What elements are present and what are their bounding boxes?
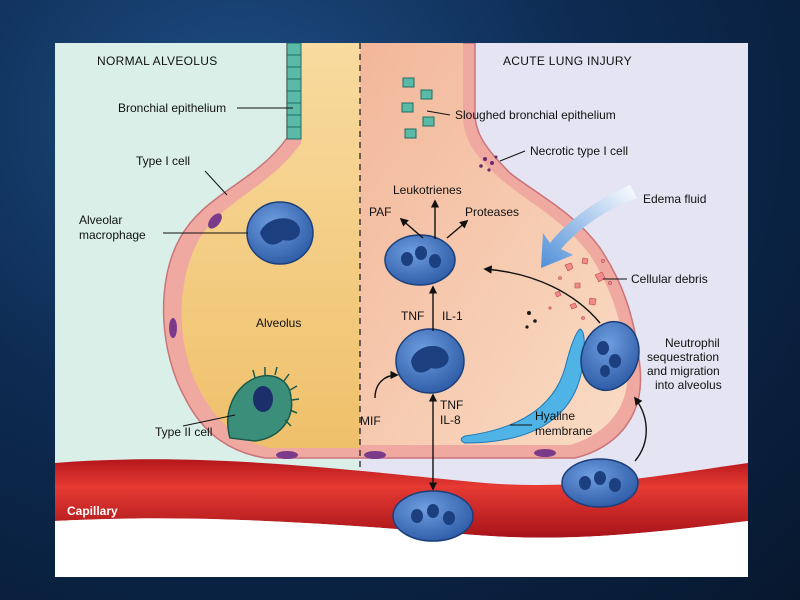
neutrophil-top: [384, 234, 456, 286]
arrow-paf: [399, 217, 424, 239]
macrophage-injury: [395, 328, 465, 394]
arrow-migration-bottom: [633, 396, 647, 462]
label-leukotrienes: Leukotrienes: [393, 183, 462, 197]
label-sloughed: Sloughed bronchial epithelium: [455, 108, 616, 122]
neutrophil-capillary-center: [392, 490, 474, 542]
label-type1-cell: Type I cell: [136, 154, 190, 168]
neutrophil-capillary-right: [561, 458, 639, 508]
label-hyaline-2: membrane: [535, 424, 593, 438]
label-edema-fluid: Edema fluid: [643, 192, 706, 206]
label-bronchial-epithelium: Bronchial epithelium: [118, 101, 226, 115]
label-cellular-debris: Cellular debris: [631, 272, 708, 286]
label-alveolar-macrophage-2: macrophage: [79, 228, 146, 242]
label-il1: IL-1: [442, 309, 463, 323]
neutrophil-migrating: [580, 320, 640, 392]
header-normal: NORMAL ALVEOLUS: [97, 54, 218, 68]
leader-lines: [163, 107, 627, 427]
alveolar-macrophage: [246, 201, 314, 265]
type2-cell: [227, 366, 300, 442]
sloughed-epithelium-cells: [401, 77, 435, 139]
label-paf: PAF: [369, 205, 391, 219]
label-capillary: Capillary: [67, 504, 118, 518]
label-alveolar-macrophage-1: Alveolar: [79, 213, 122, 227]
arrow-proteases: [446, 219, 469, 239]
label-il8: IL-8: [440, 413, 461, 427]
arrow-migration-top: [483, 265, 601, 324]
label-neutrophil-2: sequestration: [647, 350, 719, 364]
label-tnf-top: TNF: [401, 309, 424, 323]
header-injury: ACUTE LUNG INJURY: [503, 54, 632, 68]
label-neutrophil-3: and migration: [647, 364, 720, 378]
type1-nuclei: [169, 213, 556, 459]
label-mif: MIF: [360, 414, 381, 428]
label-neutrophil-1: Neutrophil: [665, 336, 720, 350]
label-proteases: Proteases: [465, 205, 519, 219]
small-debris-dots: [525, 311, 537, 329]
edema-arrow: [541, 185, 637, 268]
necrotic-cell: [479, 155, 498, 172]
label-tnf-bottom: TNF: [440, 398, 463, 412]
cellular-debris: [548, 257, 612, 320]
bronchial-epithelium: [286, 43, 302, 140]
diagram-panel: NORMAL ALVEOLUS ACUTE LUNG INJURY Bronch…: [55, 43, 748, 577]
arrow-mif: [374, 370, 399, 399]
capillary-vessel: [55, 459, 748, 538]
label-necrotic: Necrotic type I cell: [530, 144, 628, 158]
lung-injury-diagram: NORMAL ALVEOLUS ACUTE LUNG INJURY Bronch…: [55, 43, 748, 577]
label-neutrophil-4: into alveolus: [655, 378, 722, 392]
label-type2-cell: Type II cell: [155, 425, 212, 439]
arrows: [374, 199, 647, 491]
label-alveolus: Alveolus: [256, 316, 301, 330]
label-hyaline-1: Hyaline: [535, 409, 575, 423]
